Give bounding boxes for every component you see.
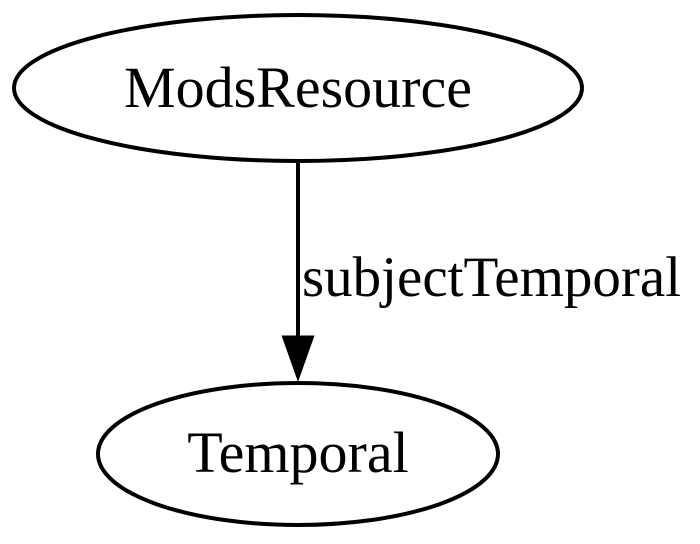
edge-arrowhead-icon: [281, 335, 315, 382]
node-modsresource-label: ModsResource: [124, 55, 472, 120]
node-temporal-label: Temporal: [187, 420, 408, 485]
node-temporal: Temporal: [96, 381, 500, 527]
node-modsresource: ModsResource: [12, 13, 584, 163]
node-modsresource-ellipse: [12, 13, 584, 163]
edge-label: subjectTemporal: [302, 246, 681, 309]
edge-subjectTemporal: subjectTemporal: [281, 161, 681, 382]
node-temporal-ellipse: [96, 381, 500, 527]
